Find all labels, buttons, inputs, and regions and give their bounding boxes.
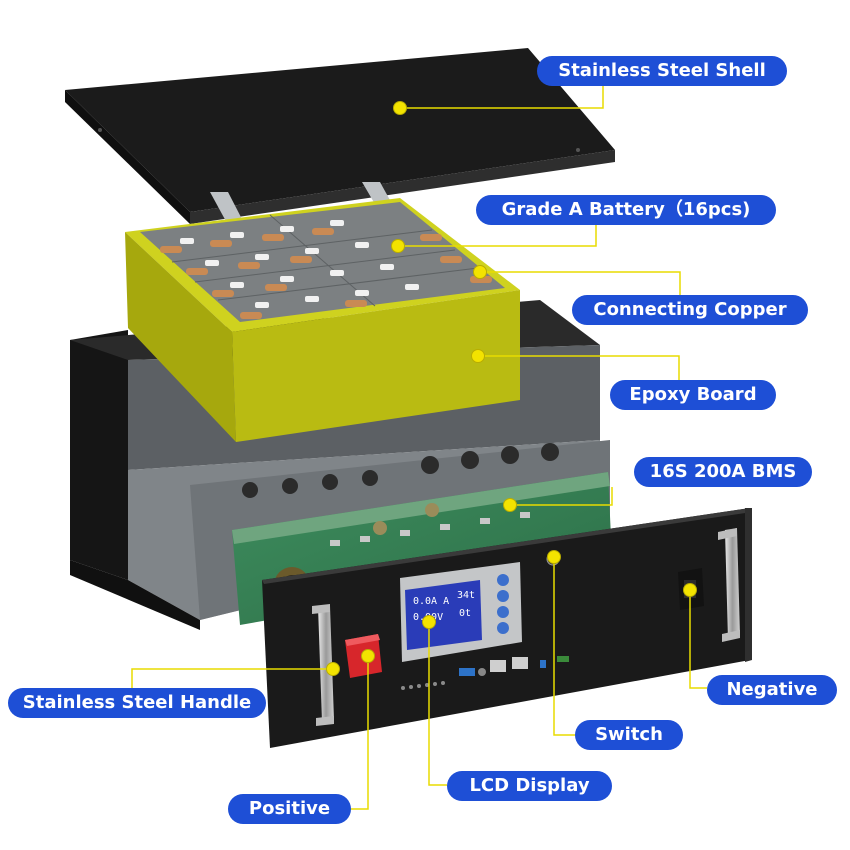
bms-marker: [503, 498, 517, 512]
stainless-steel-handle-left: [312, 604, 334, 726]
leader-lines: [131, 85, 707, 810]
shell-marker: [393, 101, 407, 115]
label-connecting-copper: Connecting Copper: [572, 295, 808, 325]
lcd-readout-line3: 34t: [457, 590, 476, 601]
copper-marker: [473, 265, 487, 279]
label-epoxy-board: Epoxy Board: [610, 380, 776, 410]
label-positive: Positive: [228, 794, 351, 824]
label-grade-a-battery: Grade A Battery（16pcs): [476, 195, 776, 225]
epoxy-marker: [471, 349, 485, 363]
handle-marker: [326, 662, 340, 676]
stainless-steel-shell: [65, 48, 615, 224]
label-lcd-display: LCD Display: [447, 771, 612, 801]
lcd-readout-line4: 0t: [459, 608, 472, 619]
battery-marker: [391, 239, 405, 253]
lcd-readout-line1: 0.0A A: [413, 596, 450, 607]
label-stainless-steel-handle: Stainless Steel Handle: [8, 688, 266, 718]
label-switch: Switch: [575, 720, 683, 750]
stainless-steel-handle-right: [718, 528, 740, 642]
label-stainless-steel-shell: Stainless Steel Shell: [537, 56, 787, 86]
label-negative: Negative: [707, 675, 837, 705]
communication-ports: [401, 656, 569, 690]
lcd-marker: [422, 615, 436, 629]
positive-marker: [361, 649, 375, 663]
connecting-copper-bars: [160, 228, 492, 319]
negative-marker: [683, 583, 697, 597]
switch-marker: [547, 550, 561, 564]
lcd-display-module: [400, 562, 522, 662]
label-bms: 16S 200A BMS: [634, 457, 812, 487]
